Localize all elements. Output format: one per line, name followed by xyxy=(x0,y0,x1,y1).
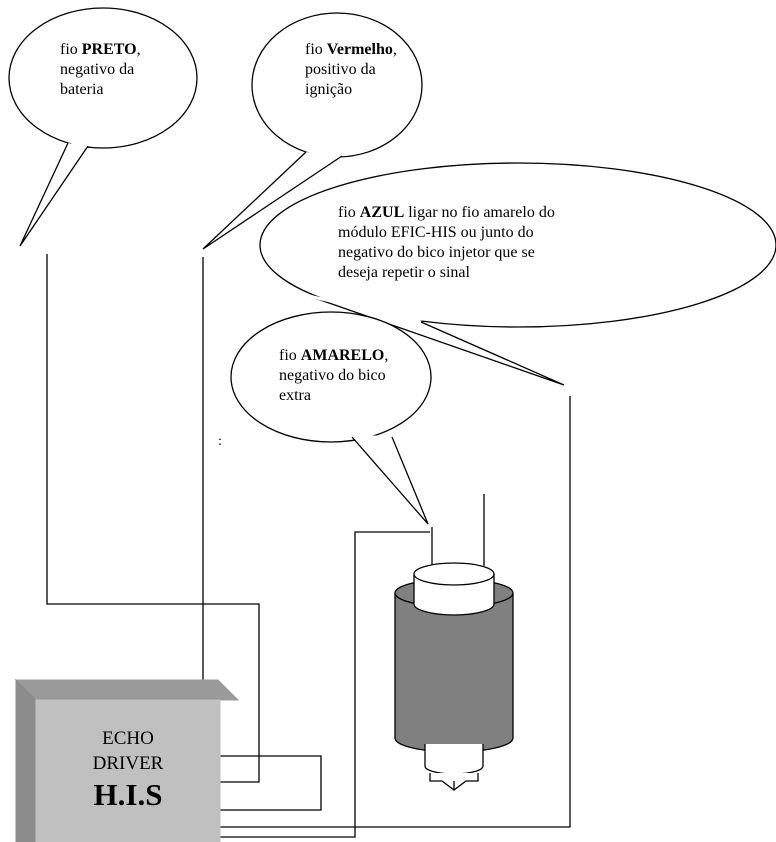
stray-mark: : xyxy=(218,434,222,449)
echo-driver-label: ECHO DRIVER H.I.S xyxy=(28,726,228,814)
wire-vermelho xyxy=(202,257,322,811)
callout-amarelo-text: fio AMARELO, negativo do bico extra xyxy=(279,347,389,404)
callout-bubble-vermelho xyxy=(202,12,423,250)
echo-driver-line3: H.I.S xyxy=(93,777,163,812)
wire-azul xyxy=(220,396,571,828)
injector-icon xyxy=(394,494,514,791)
wire-preto xyxy=(46,254,260,783)
callout-azul-text: fio AZUL ligar no fio amarelo do módulo … xyxy=(338,204,555,281)
callout-preto-text: fio PRETO, negativo da bateria xyxy=(60,41,141,98)
echo-driver-line1: ECHO xyxy=(102,728,154,749)
callout-bubble-preto xyxy=(8,7,198,247)
wire-amarelo xyxy=(220,531,430,838)
echo-driver-line2: DRIVER xyxy=(92,753,164,774)
callout-bubble-amarelo xyxy=(230,311,432,525)
callout-bubble-azul xyxy=(259,162,776,386)
callout-vermelho-text: fio Vermelho, positivo da ignição xyxy=(305,41,397,98)
echo-driver-box xyxy=(14,678,240,842)
